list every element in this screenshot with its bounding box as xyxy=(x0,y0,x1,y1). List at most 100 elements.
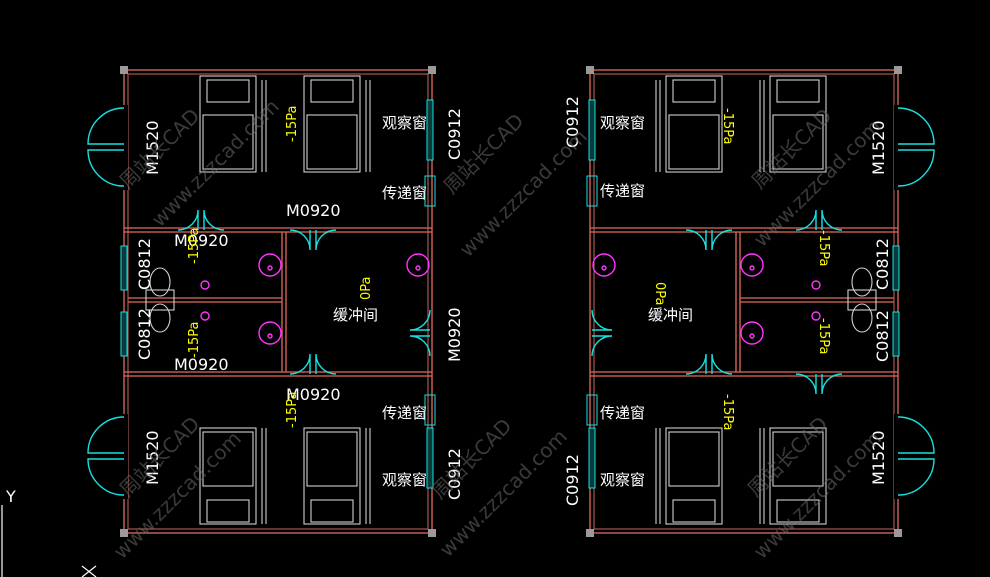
door-m1520-top xyxy=(894,105,935,190)
window-label: C0812 xyxy=(873,310,892,362)
pressure-label: 0Pa xyxy=(359,277,374,301)
pass-window-bottom xyxy=(586,394,598,426)
window-label: C0912 xyxy=(563,96,582,148)
pass-window-top xyxy=(424,175,436,207)
curtain-icon xyxy=(365,428,371,524)
pass-window-bottom xyxy=(424,394,436,426)
door-label: M1520 xyxy=(869,430,888,485)
bed-icon xyxy=(665,75,723,173)
column xyxy=(894,529,902,537)
sink-icon xyxy=(406,253,430,277)
door-m0920-bottom xyxy=(685,353,733,375)
pressure-label: -15Pa xyxy=(720,394,735,430)
door-m0920-toilet xyxy=(177,209,225,231)
left-unit: M1520 M1520 C0912 C0912 C0812 C0812 M092… xyxy=(87,66,464,537)
window-label: C0812 xyxy=(873,238,892,290)
curtain-icon xyxy=(655,80,661,172)
room-label: 传递窗 xyxy=(382,404,427,422)
curtain-icon xyxy=(261,80,267,172)
column xyxy=(120,66,128,74)
curtain-icon xyxy=(759,428,765,524)
right-outer-wall xyxy=(589,69,899,534)
door-m0920-top xyxy=(685,229,733,251)
column xyxy=(586,66,594,74)
left-outer-wall xyxy=(123,69,433,534)
watermark: 周站长CAD www.zzzcad.com 周站长CAD www.zzzcad.… xyxy=(109,94,886,563)
watermark-site: www.zzzcad.com xyxy=(749,426,886,563)
window-label: C0812 xyxy=(135,308,154,360)
sink-icon xyxy=(740,321,764,345)
window-label: C0912 xyxy=(563,454,582,506)
pressure-label: -15Pa xyxy=(720,108,735,144)
column xyxy=(428,529,436,537)
curtain-icon xyxy=(655,428,661,524)
window-c0812-bottom xyxy=(120,311,128,357)
door-label: M1520 xyxy=(143,120,162,175)
window-label: C0912 xyxy=(445,448,464,500)
bed-icon xyxy=(303,427,361,525)
room-label: 传递窗 xyxy=(382,184,427,202)
bed-icon xyxy=(303,75,361,173)
bed-icon xyxy=(199,75,257,173)
pressure-label: -15Pa xyxy=(187,228,202,264)
door-label: M0920 xyxy=(286,201,341,220)
window-c0812-top xyxy=(892,245,900,291)
window-label: C0912 xyxy=(445,108,464,160)
window-c0812-bottom xyxy=(892,311,900,357)
door-label: M0920 xyxy=(174,355,229,374)
window-c0912-bottom xyxy=(426,427,434,489)
sink-icon xyxy=(258,321,282,345)
door-label: M0920 xyxy=(445,307,464,362)
door-label: M1520 xyxy=(143,430,162,485)
door-m1520-bottom xyxy=(87,414,128,499)
toilet-icon xyxy=(811,267,877,333)
pass-window-top xyxy=(586,175,598,207)
right-unit: M1520 M1520 C0912 C0912 C0812 C0812 观察窗 … xyxy=(563,66,935,537)
door-label: M0920 xyxy=(286,385,341,404)
room-label: 观察窗 xyxy=(600,471,645,489)
door-m0920-toilet xyxy=(795,209,843,231)
bed-icon xyxy=(769,427,827,525)
room-label: 传递窗 xyxy=(600,404,645,422)
sink-icon xyxy=(740,253,764,277)
door-m0920-left xyxy=(591,309,613,357)
ucs-axis-icon: Y xyxy=(1,487,97,577)
door-m1520-bottom xyxy=(894,414,935,499)
column xyxy=(120,529,128,537)
curtain-icon xyxy=(759,80,765,172)
curtain-icon xyxy=(261,428,267,524)
pressure-label: -15Pa xyxy=(816,318,831,354)
bed-icon xyxy=(199,427,257,525)
curtain-icon xyxy=(365,80,371,172)
bed-icon xyxy=(769,75,827,173)
door-m1520-top xyxy=(87,105,128,190)
window-c0812-top xyxy=(120,245,128,291)
door-m0920-top xyxy=(289,229,337,251)
room-label: 观察窗 xyxy=(600,114,645,132)
room-label: 观察窗 xyxy=(382,471,427,489)
door-label: M0920 xyxy=(174,231,229,250)
toilet-icon xyxy=(145,267,210,333)
pressure-label: 0Pa xyxy=(652,282,667,306)
axis-x-mark xyxy=(81,565,97,577)
door-m0920-toilet-bottom xyxy=(795,373,843,395)
window-label: C0812 xyxy=(135,238,154,290)
door-m0920-right xyxy=(409,309,431,357)
pressure-label: -15Pa xyxy=(285,106,300,142)
door-m0920-bottom xyxy=(289,353,337,375)
room-label: 传递窗 xyxy=(600,182,645,200)
column xyxy=(428,66,436,74)
sink-icon xyxy=(592,253,616,277)
window-c0912-bottom xyxy=(588,427,596,489)
room-label: 缓冲间 xyxy=(333,306,378,324)
axis-y-label: Y xyxy=(5,487,16,506)
column xyxy=(586,529,594,537)
room-label: 缓冲间 xyxy=(648,306,693,324)
window-c0912-top xyxy=(426,99,434,161)
pressure-label: -15Pa xyxy=(816,230,831,266)
sink-icon xyxy=(258,253,282,277)
column xyxy=(894,66,902,74)
room-label: 观察窗 xyxy=(382,114,427,132)
door-label: M1520 xyxy=(869,120,888,175)
